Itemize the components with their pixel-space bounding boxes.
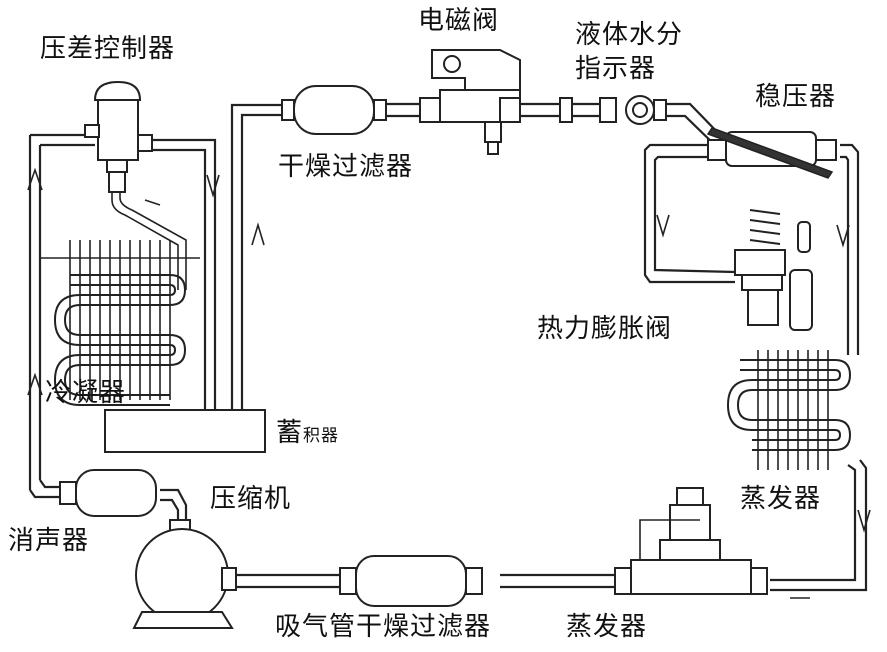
label-solenoid-valve: 电磁阀 [418, 6, 500, 36]
condenser-coil [53, 240, 187, 406]
muffler [59, 469, 157, 517]
moisture-indicator [599, 95, 667, 125]
label-evaporator-bottom: 蒸发器 [566, 612, 648, 642]
evaporator-pressure-valve [614, 487, 768, 595]
pressure-regulator [706, 127, 837, 179]
evaporator-coil [726, 350, 852, 470]
suction-dryer-filter [339, 555, 483, 607]
flow-arrows [27, 167, 871, 599]
label-accumulator: 蓄积器 [276, 418, 339, 451]
label-accumulator-small: 积器 [303, 426, 340, 446]
dryer-filter [281, 85, 387, 135]
label-pressure-regulator: 稳压器 [755, 82, 837, 112]
accumulator [104, 409, 266, 453]
label-dry-filter: 干燥过滤器 [278, 152, 414, 182]
pressure-diff-controller [84, 80, 153, 193]
label-condenser: 冷凝器 [45, 378, 127, 408]
label-liquid-moisture-indicator-line2: 指示器 [575, 54, 657, 84]
label-muffler: 消声器 [8, 526, 90, 556]
label-pressure-diff-controller: 压差控制器 [40, 34, 176, 64]
solenoid-valve [419, 49, 573, 155]
label-suction-dry-filter: 吸气管干燥过滤器 [275, 612, 492, 642]
label-evaporator-right: 蒸发器 [740, 484, 822, 514]
label-thermal-expansion-valve: 热力膨胀阀 [537, 314, 673, 344]
thermal-expansion-valve [734, 209, 813, 331]
label-compressor: 压缩机 [210, 484, 292, 514]
label-accumulator-main: 蓄 [276, 418, 304, 448]
compressor [132, 519, 237, 629]
label-liquid-moisture-indicator-line1: 液体水分 [575, 20, 684, 50]
refrigerant-pipes [28, 102, 868, 592]
